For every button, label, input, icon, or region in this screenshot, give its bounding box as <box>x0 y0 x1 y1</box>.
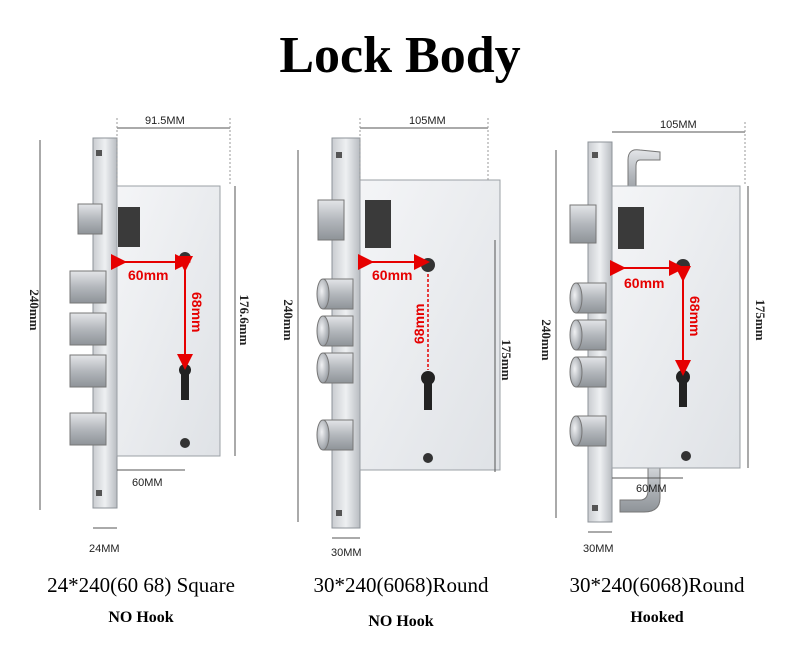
center-label: 68mm <box>411 304 427 344</box>
lock-case <box>116 185 221 457</box>
faceplate-label: 30MM <box>331 547 362 559</box>
subcaption-lock-3: Hooked <box>630 609 684 626</box>
bolt <box>69 312 107 346</box>
width-label: 105MM <box>660 119 697 131</box>
caption-lock-1: 24*240(60 68) Square <box>47 573 235 597</box>
hook <box>619 457 661 513</box>
case-height-label: 175mm <box>499 339 514 380</box>
caption-lock-3: 30*240(6068)Round <box>569 573 745 597</box>
height-label: 240mm <box>539 319 554 360</box>
case-height-label: 176.6mm <box>237 295 252 346</box>
bottom-label: 60MM <box>636 483 667 495</box>
case-height-label: 175mm <box>753 299 768 340</box>
center-label: 68mm <box>687 296 703 336</box>
faceplate-label: 30MM <box>583 543 614 555</box>
height-label: 240mm <box>27 289 42 330</box>
page-title: Lock Body <box>279 27 521 84</box>
lock-1: 91.5MM 240mm 176.6mm 60mm 68mm 60MM 24MM <box>27 115 252 555</box>
width-label: 91.5MM <box>145 115 185 127</box>
width-label: 105MM <box>409 115 446 127</box>
backset-label: 60mm <box>372 267 412 283</box>
bolt <box>69 270 107 304</box>
bottom-label: 60MM <box>132 477 163 489</box>
center-label: 68mm <box>189 292 205 332</box>
faceplate-label: 24MM <box>89 543 120 555</box>
subcaption-lock-1: NO Hook <box>108 609 174 626</box>
bolt <box>69 412 107 446</box>
bolt <box>69 354 107 388</box>
lock-3: 105MM 240mm 175mm 60mm 68mm 60MM 30MM <box>539 119 768 555</box>
backset-label: 60mm <box>128 267 168 283</box>
subcaption-lock-2: NO Hook <box>368 613 434 630</box>
caption-lock-2: 30*240(6068)Round <box>313 573 489 597</box>
height-label: 240mm <box>281 299 296 340</box>
backset-label: 60mm <box>624 275 664 291</box>
lock-2: 105MM 240mm 175mm 60mm 68mm 30MM <box>281 115 514 559</box>
